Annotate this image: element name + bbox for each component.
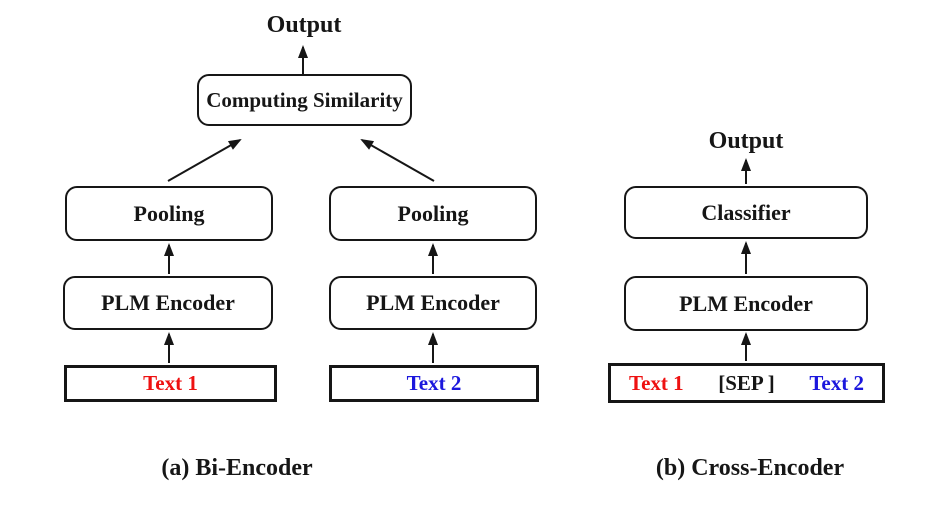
pooling-label-2: Pooling <box>397 200 469 226</box>
pooling-label-1: Pooling <box>133 200 205 226</box>
text2-label: Text 2 <box>406 371 462 395</box>
cross-input-text1: Text 1 <box>629 370 684 395</box>
pooling-box-1: Pooling <box>65 186 273 241</box>
caption-bi-encoder: (a) Bi-Encoder <box>161 455 313 481</box>
arrow-pooling1-to-similarity <box>167 139 242 182</box>
cross-input-box: Text 1 [SEP ] Text 2 <box>608 363 885 403</box>
caption-cross-encoder: (b) Cross-Encoder <box>655 455 845 481</box>
cross-input-sep: [SEP ] <box>718 370 775 395</box>
text2-input-box: Text 2 <box>329 365 539 402</box>
pooling-box-2: Pooling <box>329 186 537 241</box>
classifier-label: Classifier <box>701 199 791 225</box>
output-label-a: Output <box>266 12 342 38</box>
text1-label: Text 1 <box>143 371 198 395</box>
computing-similarity-box: Computing Similarity <box>197 74 412 126</box>
classifier-box: Classifier <box>624 186 868 239</box>
cross-input-text2: Text 2 <box>809 370 864 395</box>
plm-encoder-label-3: PLM Encoder <box>679 290 813 316</box>
plm-encoder-box-2: PLM Encoder <box>329 276 537 330</box>
plm-encoder-label-1: PLM Encoder <box>101 290 235 315</box>
plm-encoder-box-3: PLM Encoder <box>624 276 868 331</box>
plm-encoder-box-1: PLM Encoder <box>63 276 273 330</box>
arrow-pooling2-to-similarity <box>360 139 435 182</box>
plm-encoder-label-2: PLM Encoder <box>366 290 500 315</box>
computing-similarity-label: Computing Similarity <box>206 87 403 112</box>
output-label-b: Output <box>708 128 784 154</box>
text1-input-box: Text 1 <box>64 365 277 402</box>
